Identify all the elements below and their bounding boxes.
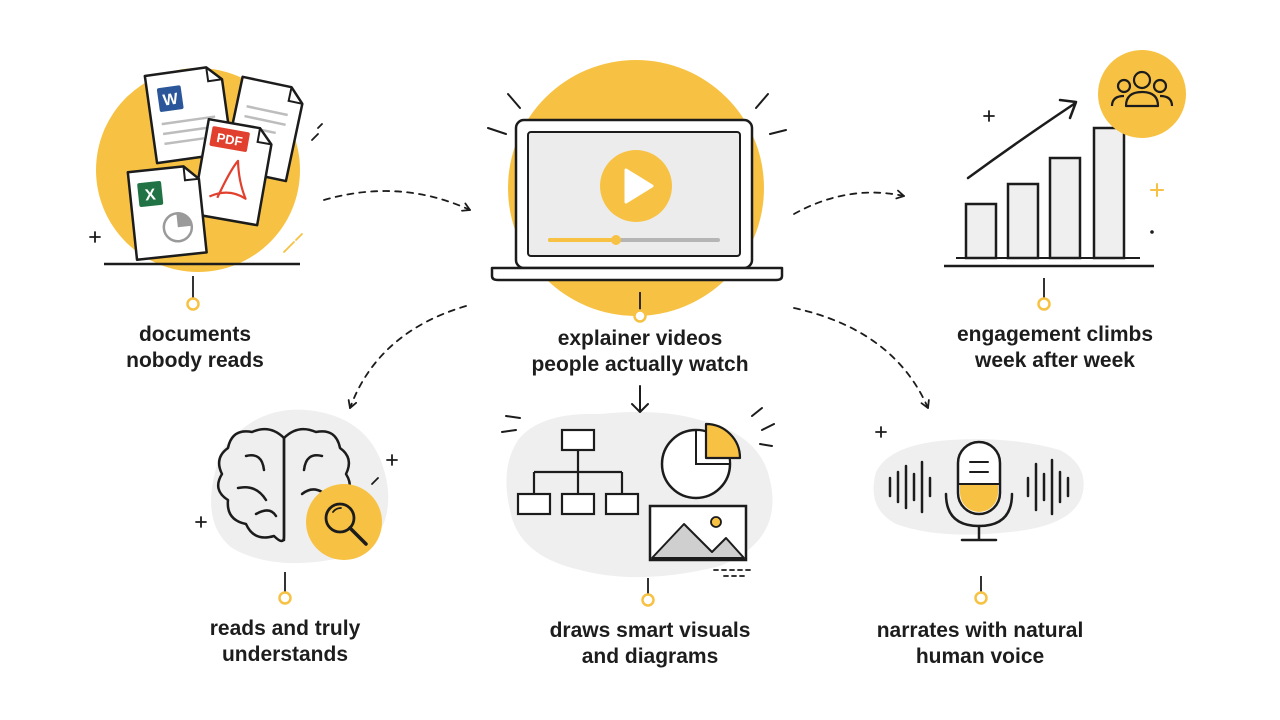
pdf-badge: PDF [215,130,243,149]
label-reads-line2: understands [221,643,349,666]
label-documents-line2: nobody reads [126,349,264,372]
microphone-voice-icon [873,426,1084,542]
label-engagement: engagement climbs week after week [930,322,1180,374]
arrow-docs-to-video [323,190,471,212]
label-documents: documents nobody reads [110,322,280,374]
label-draws-line2: and diagrams [581,645,719,668]
label-reads: reads and truly understands [190,616,380,668]
documents-stack-icon: W PDF X [89,66,323,272]
label-documents-line1: documents [138,323,251,346]
connector-arrows [323,189,930,409]
label-draws-line1: draws smart visuals [549,619,751,642]
label-reads-line1: reads and truly [209,617,361,640]
label-draws: draws smart visuals and diagrams [520,618,780,670]
label-pins [186,276,1051,607]
visuals-diagrams-icon [501,407,775,578]
excel-badge: X [144,186,157,204]
word-badge: W [162,91,180,110]
arrow-video-to-engagement [793,189,905,215]
arrow-down-icon [631,385,649,413]
label-engagement-line1: engagement climbs [956,323,1154,346]
arrow-video-to-narrates [793,307,930,409]
laptop-video-icon [487,60,787,316]
brain-magnifier-icon [195,409,398,564]
label-narrates-line2: human voice [915,645,1045,668]
label-video: explainer videos people actually watch [515,326,765,378]
arrow-video-to-reads [347,305,467,409]
label-narrates-line1: narrates with natural [876,619,1084,642]
label-engagement-line2: week after week [975,349,1135,372]
label-narrates: narrates with natural human voice [860,618,1100,670]
label-video-line2: people actually watch [531,353,749,376]
growth-bar-chart-icon [944,50,1186,268]
label-video-line1: explainer videos [557,327,723,350]
